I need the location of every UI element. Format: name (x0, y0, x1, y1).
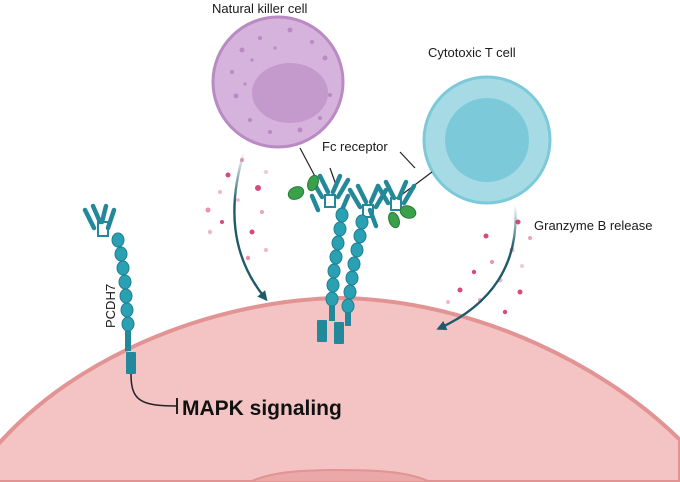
nk-granules (230, 27, 332, 134)
cytotoxic-t-cell-label: Cytotoxic T cell (428, 45, 516, 60)
fc-receptor-label: Fc receptor (322, 139, 388, 154)
nucleus-edge (249, 468, 431, 482)
curved-arrow-icon (233, 151, 517, 331)
fc-receptor-icon (287, 174, 417, 229)
inhibition-arrow-icon (130, 373, 177, 407)
nk-cell-label: Natural killer cell (212, 1, 308, 16)
granzyme-label: Granzyme B release (534, 218, 653, 233)
mapk-label: MAPK signaling (182, 397, 342, 420)
target-cell (0, 295, 680, 482)
cytotoxic-t-cell-icon (422, 75, 552, 205)
pcdh7-label: PCDH7 (103, 283, 118, 328)
nk-cell-icon (211, 15, 345, 149)
pcdh7-antibody-icon (82, 203, 136, 374)
